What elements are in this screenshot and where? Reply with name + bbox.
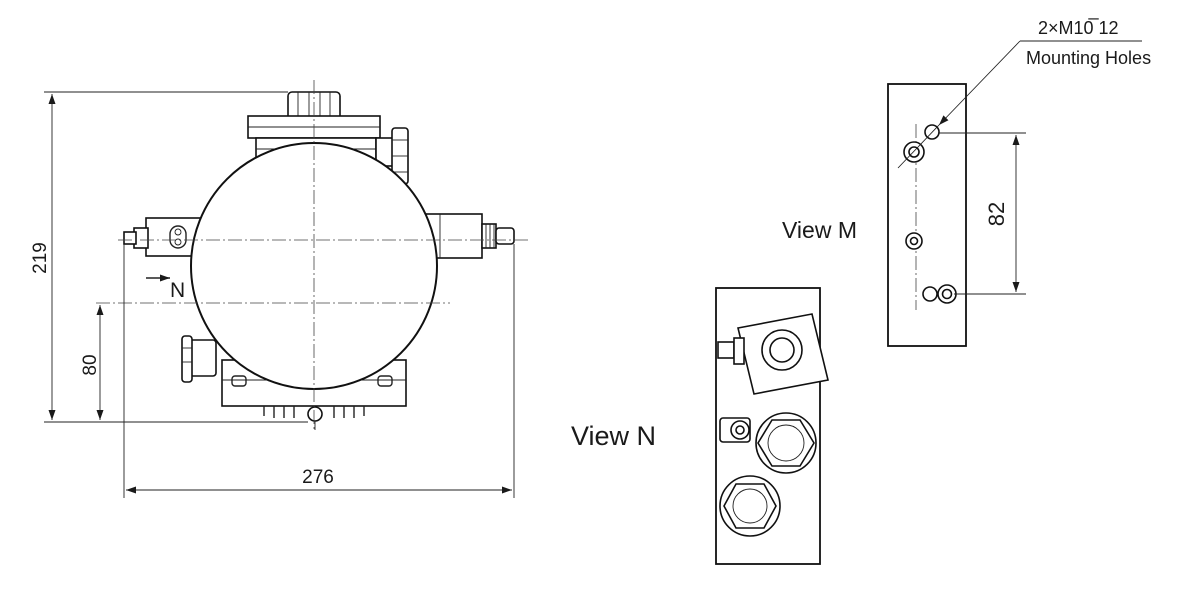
view-n-label: View N bbox=[571, 421, 656, 451]
hole-spacing-value: 82 bbox=[984, 202, 1009, 226]
width-total-value: 276 bbox=[302, 467, 334, 488]
mounting-plate bbox=[887, 83, 967, 347]
view-n: View N bbox=[571, 287, 829, 565]
right-fitting bbox=[423, 213, 515, 259]
dimension-width-total: 276 bbox=[123, 244, 515, 498]
lower-gland bbox=[181, 335, 217, 383]
center-hole bbox=[905, 232, 923, 250]
view-n-arrow-label: N bbox=[170, 279, 185, 302]
view-m: View M bbox=[782, 83, 967, 347]
view-n-arrow: N bbox=[146, 274, 185, 302]
solenoid-connector bbox=[717, 313, 829, 395]
left-port-block bbox=[123, 217, 203, 257]
mounting-holes-callout: 2×M10̅ 12 Mounting Holes bbox=[897, 18, 1151, 169]
height-total-value: 219 bbox=[30, 242, 51, 274]
height-lower-value: 80 bbox=[80, 354, 101, 375]
view-m-label: View M bbox=[782, 217, 857, 243]
callout-spec: 2×M10̅ 12 bbox=[1038, 18, 1119, 38]
cable-gland bbox=[375, 127, 409, 185]
front-view: N bbox=[96, 80, 530, 430]
mounting-hole-bottom bbox=[922, 284, 957, 304]
hex-plug-upper bbox=[755, 412, 817, 474]
small-port bbox=[719, 417, 751, 443]
dimension-hole-spacing: 82 bbox=[938, 132, 1026, 295]
dimension-height-total: 219 bbox=[30, 91, 308, 423]
callout-description: Mounting Holes bbox=[1026, 48, 1151, 68]
cooling-fins bbox=[263, 406, 365, 418]
hex-plug-lower bbox=[719, 475, 781, 537]
dimension-height-lower: 80 bbox=[80, 305, 104, 420]
